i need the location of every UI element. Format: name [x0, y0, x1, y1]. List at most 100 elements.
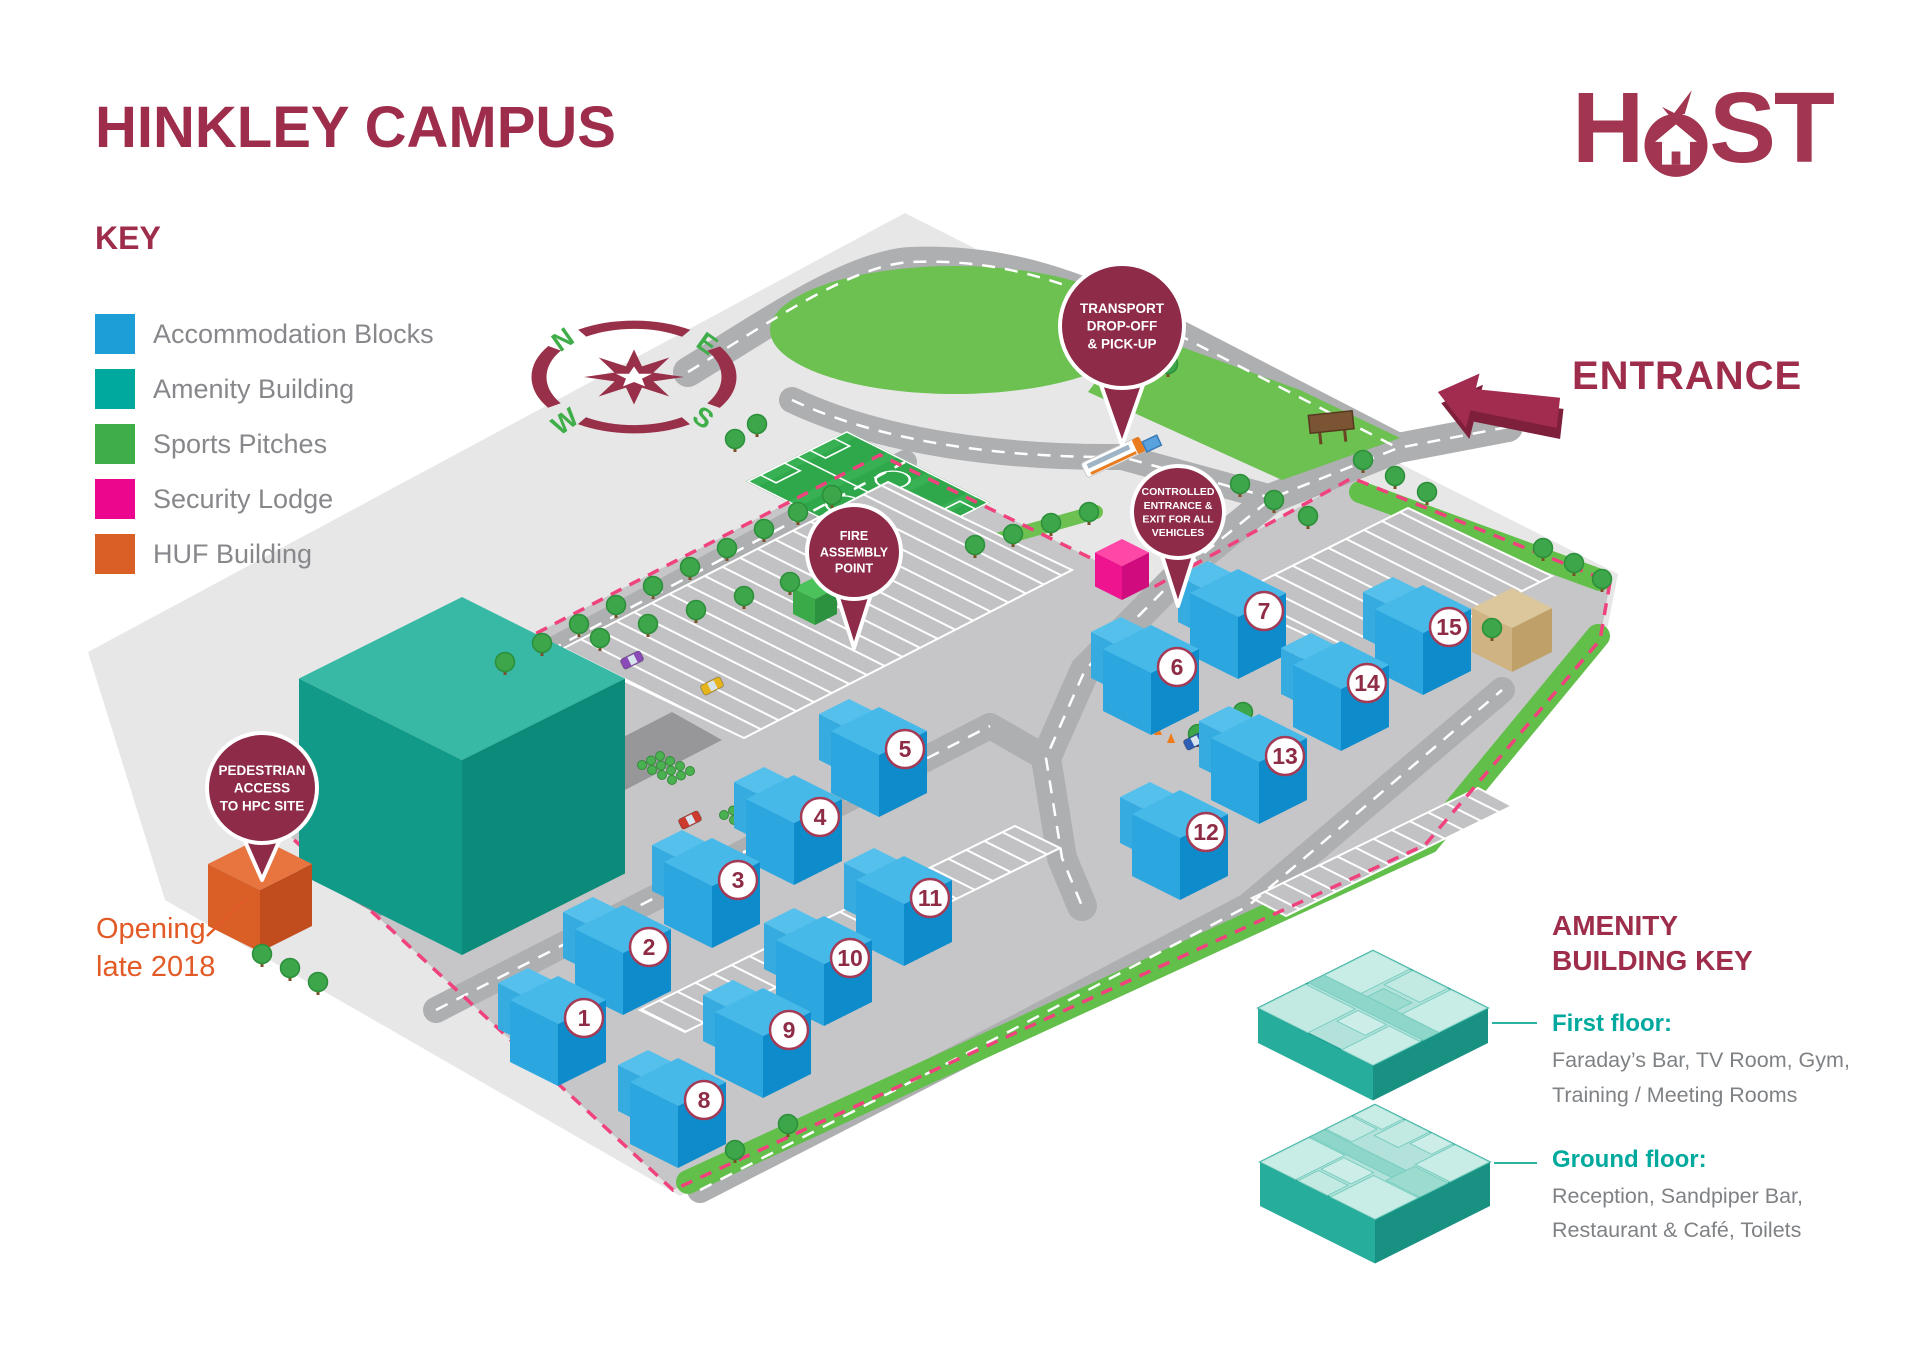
logo-letter-h: H: [1572, 72, 1644, 184]
car: [620, 650, 644, 670]
block-number-badge: [563, 997, 605, 1039]
legend-item-huf: HUF Building: [95, 534, 434, 574]
block-number-badge: [1346, 662, 1388, 704]
block-number-badge: [717, 859, 759, 901]
road-markings: [699, 689, 1503, 1192]
accommodation-block-7: 7: [1178, 561, 1286, 679]
hedge: [655, 751, 665, 761]
hedge: [637, 760, 647, 770]
block-number-badge: [909, 877, 951, 919]
block-number-badge: [628, 926, 670, 968]
block-number: 11: [918, 885, 943, 911]
opening-note-pointer: [206, 897, 248, 937]
accommodation-block-6: 6: [1091, 617, 1199, 735]
hedge: [657, 770, 667, 780]
hedge: [647, 765, 657, 775]
accommodation-block-13: 13: [1199, 706, 1307, 824]
security-swatch: [95, 479, 135, 519]
accommodation-swatch: [95, 314, 135, 354]
huf-swatch: [95, 534, 135, 574]
accommodation-block-2: 2: [563, 897, 671, 1015]
transport-green: [770, 266, 1140, 394]
accommodation-block-12: 12: [1120, 782, 1228, 900]
first-floor-items: Faraday’s Bar, TV Room, Gym, Training / …: [1552, 1048, 1850, 1107]
block-number: 8: [698, 1087, 711, 1113]
ground-floor-label: Ground floor:: [1552, 1146, 1707, 1173]
ground-floor-items: Reception, Sandpiper Bar, Restaurant & C…: [1552, 1184, 1803, 1242]
traffic-cone: [1167, 733, 1175, 743]
block-number: 3: [732, 867, 745, 893]
accommodation-block-4: 4: [734, 767, 842, 885]
amenity-key-heading: AMENITY BUILDING KEY: [1552, 910, 1753, 976]
block-number: 4: [814, 804, 827, 830]
groundskeeper-store: [793, 577, 837, 625]
host-logo: H ST: [1572, 72, 1835, 186]
legend-item-amenity: Amenity Building: [95, 369, 434, 409]
entrance-arrow-icon: [1437, 373, 1564, 440]
hedge: [667, 775, 677, 785]
hedge: [646, 755, 656, 766]
hedge: [656, 760, 666, 771]
compass-rose: N E S W: [531, 320, 737, 441]
accommodation-block-3: 3: [652, 830, 760, 948]
block-number: 10: [837, 945, 863, 971]
accommodation-block-5: 5: [819, 699, 927, 817]
amenity-swatch: [95, 369, 135, 409]
opening-note: Opening late 2018: [96, 913, 216, 983]
accommodation-block-9: 9: [703, 980, 811, 1098]
hedge: [665, 756, 675, 766]
block-number: 9: [783, 1017, 796, 1043]
block-number: 7: [1258, 598, 1271, 624]
block-number-badge: [1243, 590, 1285, 632]
billboard: [1307, 409, 1355, 445]
security-lodge: [1095, 539, 1149, 600]
accommodation-block-10: 10: [764, 908, 872, 1026]
block-number: 13: [1272, 743, 1298, 769]
first-floor-plan: [1256, 949, 1490, 1101]
accommodation-block-11: 11: [844, 848, 952, 966]
block-number: 5: [899, 736, 912, 762]
compass-w: W: [546, 402, 585, 441]
hedge: [685, 766, 695, 776]
apple-house-icon: [1644, 90, 1708, 177]
first-floor-label: First floor:: [1552, 1010, 1672, 1037]
bus: [1081, 436, 1146, 478]
block-number: 2: [643, 934, 656, 960]
entrance-road: [1030, 412, 1523, 921]
bus-shelter: [1141, 434, 1163, 453]
block-number-badge: [1428, 606, 1470, 648]
legend-item-security: Security Lodge: [95, 479, 434, 519]
block-number-badge: [683, 1079, 725, 1121]
block-number-badge: [768, 1009, 810, 1051]
block-number: 12: [1193, 819, 1219, 845]
block-number-badge: [1264, 735, 1306, 777]
legend-item-accommodation: Accommodation Blocks: [95, 314, 434, 354]
block-number: 1: [578, 1005, 591, 1031]
map-key-legend: Accommodation Blocks Amenity Building Sp…: [95, 314, 434, 589]
hedge: [675, 761, 685, 771]
hedge: [676, 770, 686, 781]
entrance-label: ENTRANCE: [1572, 354, 1803, 398]
site-boundary-fence: [234, 453, 1612, 1193]
hedge: [719, 810, 729, 820]
block-number-badge: [799, 796, 841, 838]
logo-letter-st: ST: [1709, 72, 1835, 184]
car: [700, 676, 724, 696]
block-number: 6: [1171, 654, 1184, 680]
block-number-badge: [884, 728, 926, 770]
block-number: 14: [1354, 670, 1380, 696]
ground-floor-plan: [1258, 1103, 1492, 1264]
key-heading: KEY: [95, 220, 161, 256]
block-number-badge: [829, 937, 871, 979]
road-markings: [791, 398, 1273, 500]
accommodation-block-1: 1: [498, 968, 606, 1086]
sports-swatch: [95, 424, 135, 464]
